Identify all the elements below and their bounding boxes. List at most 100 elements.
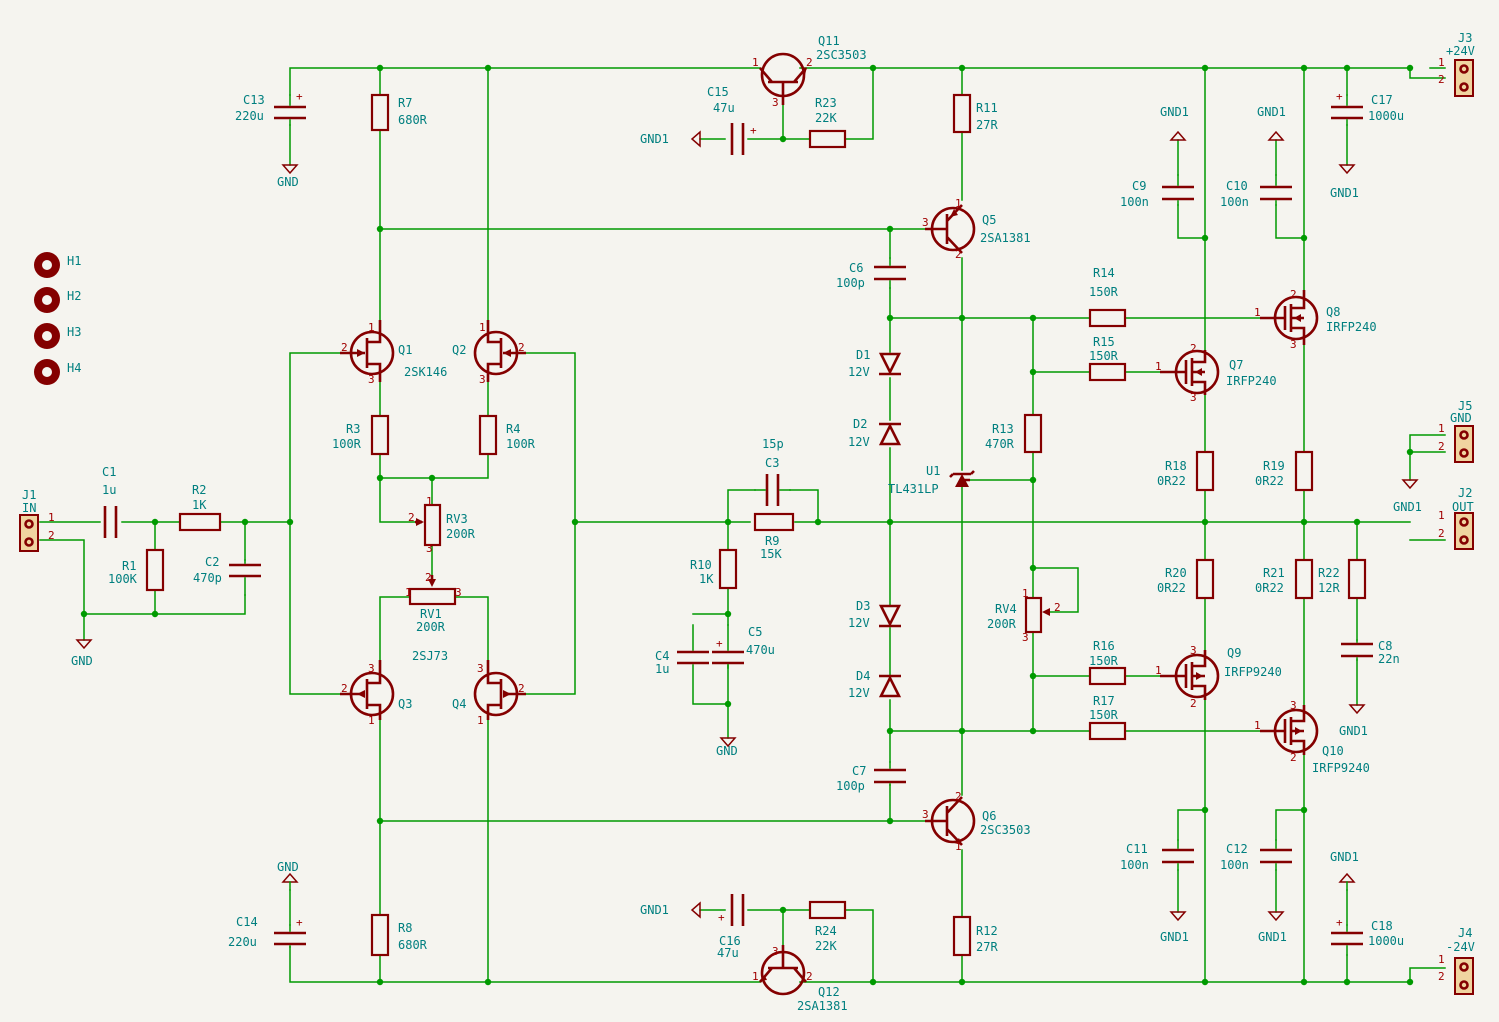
svg-text:2: 2 bbox=[1190, 697, 1197, 710]
svg-text:H4: H4 bbox=[67, 361, 81, 375]
svg-text:27R: 27R bbox=[976, 940, 998, 954]
svg-text:3: 3 bbox=[1290, 699, 1297, 712]
svg-text:H1: H1 bbox=[67, 254, 81, 268]
svg-text:Q11: Q11 bbox=[818, 34, 840, 48]
svg-text:1: 1 bbox=[1438, 56, 1445, 69]
svg-text:R11: R11 bbox=[976, 101, 998, 115]
svg-text:C18: C18 bbox=[1371, 919, 1393, 933]
svg-text:3: 3 bbox=[922, 216, 929, 229]
svg-text:0R22: 0R22 bbox=[1157, 581, 1186, 595]
svg-text:3: 3 bbox=[1022, 631, 1029, 644]
svg-text:1: 1 bbox=[1438, 953, 1445, 966]
gnd1-symbol-c16: GND1 bbox=[640, 901, 701, 919]
svg-text:GND1: GND1 bbox=[1257, 105, 1286, 119]
svg-text:1K: 1K bbox=[192, 498, 207, 512]
svg-text:R14: R14 bbox=[1093, 266, 1115, 280]
svg-text:2: 2 bbox=[1290, 288, 1297, 301]
svg-text:3: 3 bbox=[426, 542, 433, 555]
svg-text:J5: J5 bbox=[1458, 399, 1472, 413]
svg-text:2SC3503: 2SC3503 bbox=[980, 823, 1031, 837]
svg-text:GND1: GND1 bbox=[1339, 724, 1368, 738]
svg-text:2: 2 bbox=[955, 248, 962, 261]
gnd1-symbol-c9: GND1 bbox=[1160, 105, 1189, 141]
svg-text:C16: C16 bbox=[719, 934, 741, 948]
svg-text:IN: IN bbox=[22, 501, 36, 515]
svg-text:200R: 200R bbox=[987, 617, 1017, 631]
svg-text:J2: J2 bbox=[1458, 486, 1472, 500]
svg-text:2SK146: 2SK146 bbox=[404, 365, 447, 379]
svg-text:Q3: Q3 bbox=[398, 697, 412, 711]
svg-text:IRFP9240: IRFP9240 bbox=[1312, 761, 1370, 775]
svg-text:1: 1 bbox=[426, 495, 433, 508]
svg-text:470p: 470p bbox=[193, 571, 222, 585]
svg-text:C9: C9 bbox=[1132, 179, 1146, 193]
svg-text:Q12: Q12 bbox=[818, 985, 840, 999]
svg-text:22n: 22n bbox=[1378, 652, 1400, 666]
junctions bbox=[80, 64, 1414, 986]
svg-text:1u: 1u bbox=[102, 483, 116, 497]
svg-text:3: 3 bbox=[922, 808, 929, 821]
svg-text:2: 2 bbox=[1438, 440, 1445, 453]
svg-text:12V: 12V bbox=[848, 435, 870, 449]
svg-text:R9: R9 bbox=[765, 534, 779, 548]
svg-text:3: 3 bbox=[772, 945, 779, 958]
svg-text:GND1: GND1 bbox=[1160, 930, 1189, 944]
svg-text:1: 1 bbox=[405, 586, 412, 599]
svg-text:22K: 22K bbox=[815, 939, 837, 953]
svg-text:+: + bbox=[750, 124, 757, 137]
mounting-hole-h3: H3 bbox=[34, 323, 81, 349]
svg-text:150R: 150R bbox=[1089, 654, 1119, 668]
svg-text:15p: 15p bbox=[762, 437, 784, 451]
svg-text:1: 1 bbox=[48, 511, 55, 524]
svg-text:C3: C3 bbox=[765, 456, 779, 470]
svg-text:GND1: GND1 bbox=[1258, 930, 1287, 944]
svg-text:GND: GND bbox=[71, 654, 93, 668]
svg-text:1: 1 bbox=[368, 714, 375, 727]
svg-text:2SJ73: 2SJ73 bbox=[412, 649, 448, 663]
svg-text:GND: GND bbox=[277, 860, 299, 874]
svg-text:+: + bbox=[716, 637, 723, 650]
svg-text:R1: R1 bbox=[122, 559, 136, 573]
svg-text:GND1: GND1 bbox=[640, 132, 669, 146]
svg-text:680R: 680R bbox=[398, 113, 428, 127]
svg-text:1: 1 bbox=[368, 321, 375, 334]
svg-text:100R: 100R bbox=[332, 437, 362, 451]
svg-text:2: 2 bbox=[341, 341, 348, 354]
svg-text:D2: D2 bbox=[853, 417, 867, 431]
svg-text:R10: R10 bbox=[690, 558, 712, 572]
connector-j3: 12 J3+24V bbox=[1438, 31, 1475, 97]
svg-text:C10: C10 bbox=[1226, 179, 1248, 193]
svg-text:J1: J1 bbox=[22, 488, 36, 502]
svg-text:100n: 100n bbox=[1120, 195, 1149, 209]
gnd-symbol-c5: GND bbox=[716, 737, 738, 758]
svg-text:RV3: RV3 bbox=[446, 512, 468, 526]
svg-text:RV4: RV4 bbox=[995, 602, 1017, 616]
svg-text:IRFP240: IRFP240 bbox=[1326, 320, 1377, 334]
